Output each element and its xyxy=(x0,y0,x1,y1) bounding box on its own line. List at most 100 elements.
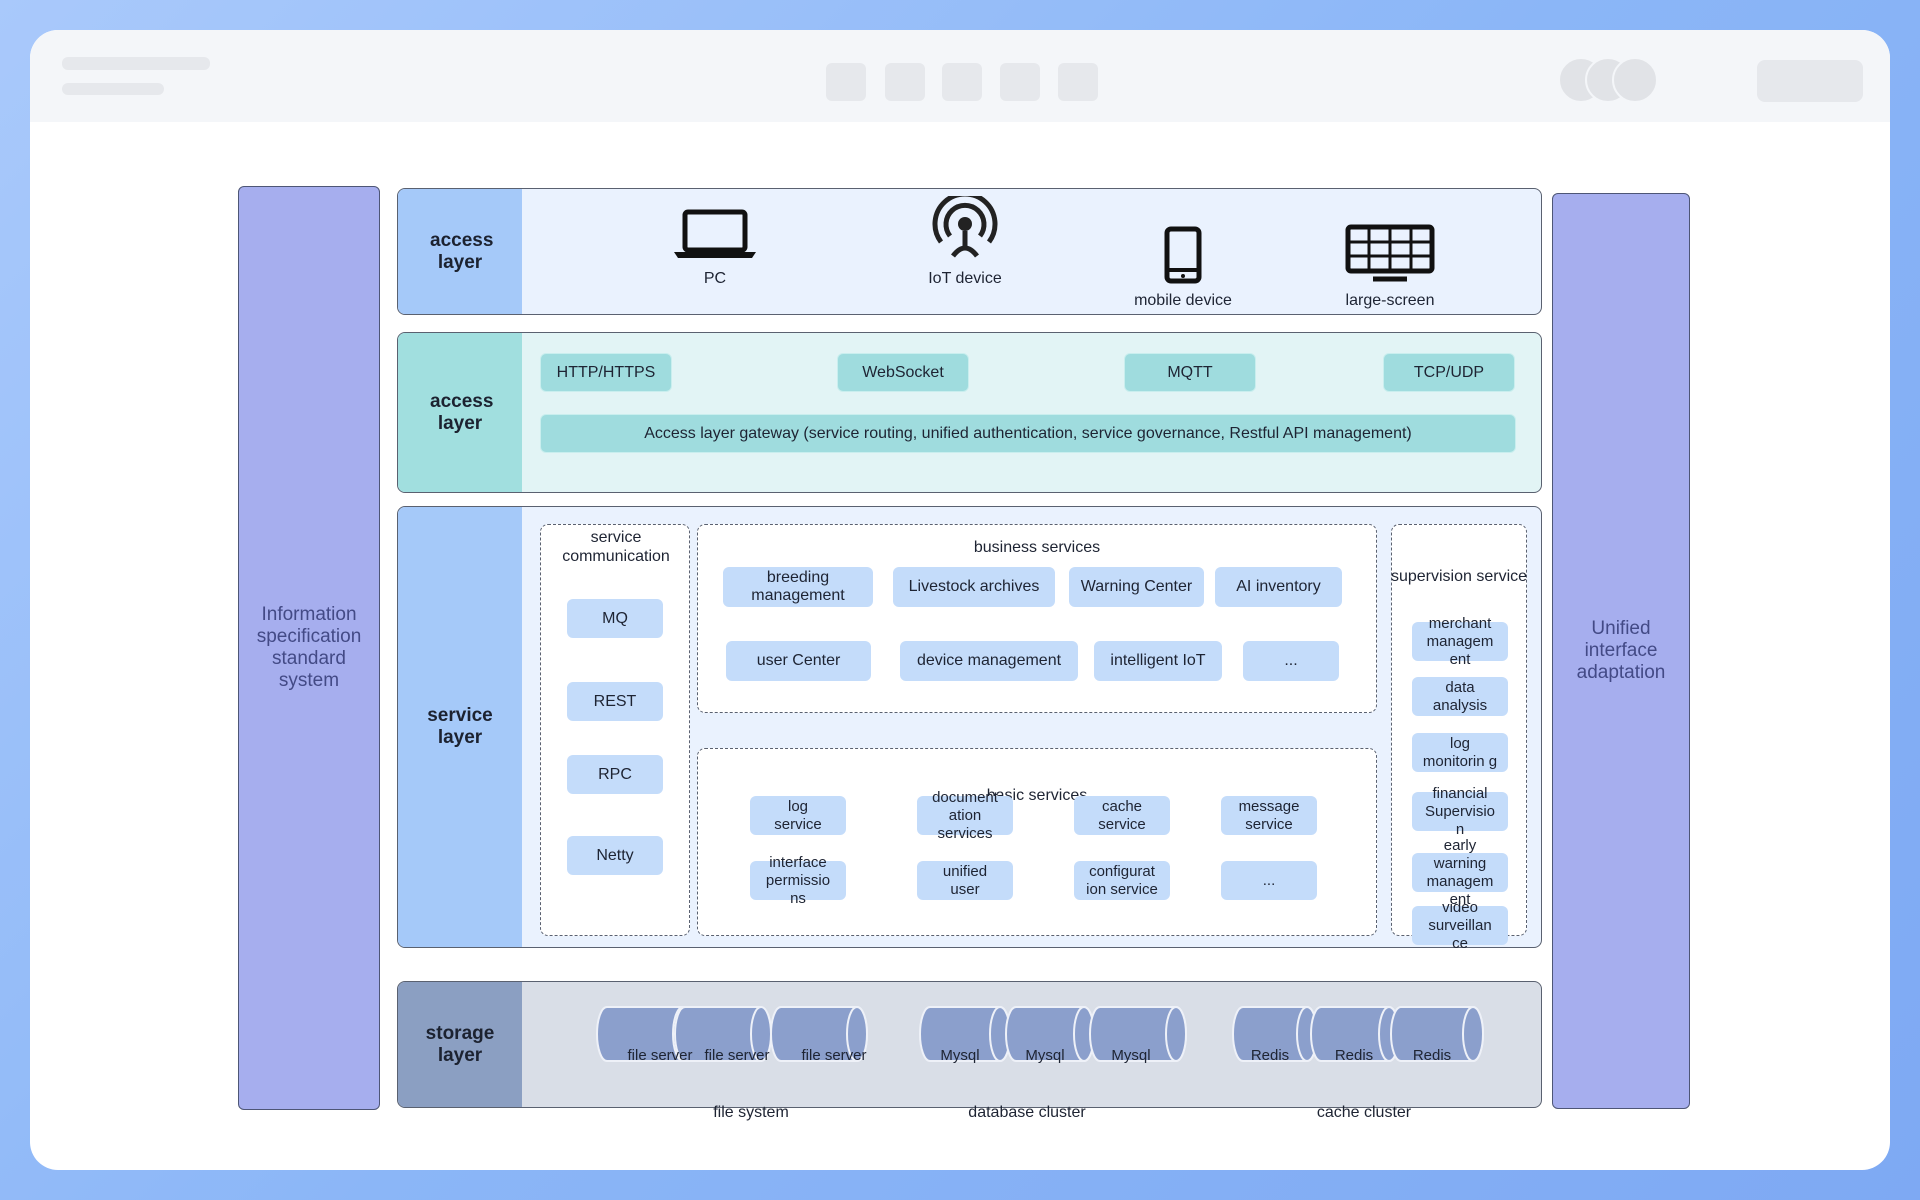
laptop-icon xyxy=(674,209,756,258)
business-label: device management xyxy=(916,652,1062,669)
cache-cluster-label: cache cluster xyxy=(1316,1104,1412,1121)
business-more: ... xyxy=(1243,641,1339,681)
basic-documentation-services: document ation services xyxy=(917,789,1013,842)
cylinder-node xyxy=(674,1006,772,1062)
app-window: Information specification standard syste… xyxy=(30,30,1890,1170)
business-user-center: user Center xyxy=(726,641,871,681)
file-server-label: file server xyxy=(627,1047,693,1064)
right-sidebar-label: Unified interface adaptation xyxy=(1576,618,1666,683)
avatar[interactable] xyxy=(1612,57,1658,103)
supervision-label: early warning managem ent xyxy=(1426,836,1494,908)
supervision-video-surveillance: video surveillan ce xyxy=(1412,899,1508,952)
toolbar-button[interactable] xyxy=(826,63,866,101)
protocol-mqtt: MQTT xyxy=(1124,353,1256,392)
device-label: large-screen xyxy=(1345,292,1435,309)
supervision-data-analysis: data analysis xyxy=(1412,677,1508,716)
storage-layer-label-text: storage layer xyxy=(425,1022,495,1066)
device-label: IoT device xyxy=(928,270,1002,287)
database-cluster-label: database cluster xyxy=(968,1104,1086,1121)
storage-layer-label: storage layer xyxy=(398,982,522,1107)
file-server-label: file server xyxy=(704,1047,770,1064)
supervision-service-title: supervision service xyxy=(1390,568,1528,585)
supervision-merchant-management: merchant managem ent xyxy=(1412,615,1508,668)
service-layer-label-text: service layer xyxy=(427,705,493,748)
supervision-label: merchant managem ent xyxy=(1426,614,1494,668)
toolbar-button[interactable] xyxy=(942,63,982,101)
comm-label: Netty xyxy=(596,846,634,864)
protocol-label: TCP/UDP xyxy=(1413,363,1485,381)
protocol-websocket: WebSocket xyxy=(837,353,969,392)
basic-unified-user: unified user xyxy=(917,861,1013,900)
comm-netty: Netty xyxy=(567,836,663,875)
device-mobile: mobile device xyxy=(1128,226,1238,310)
redis-label: Redis xyxy=(1250,1047,1290,1064)
access-layer-label: access layer xyxy=(398,333,522,492)
device-large-screen: large-screen xyxy=(1330,224,1450,310)
storage-mysql-cluster xyxy=(919,1006,1187,1062)
business-breeding-management: breeding management xyxy=(723,567,873,607)
basic-interface-permissions: interface permissio ns xyxy=(750,854,846,907)
business-services-title: business services xyxy=(973,539,1101,556)
terminal-layer-label: access layer xyxy=(398,189,522,314)
business-device-management: device management xyxy=(900,641,1078,681)
basic-cache-service: cache service xyxy=(1074,796,1170,835)
gateway-label: Access layer gateway (service routing, u… xyxy=(644,424,1412,442)
supervision-label: financial Supervisio n xyxy=(1424,784,1496,838)
comm-rest: REST xyxy=(567,682,663,721)
comm-label: MQ xyxy=(602,609,628,627)
right-sidebar-interface-adaptation: Unified interface adaptation xyxy=(1552,193,1690,1109)
device-label: PC xyxy=(703,270,727,287)
business-warning-center: Warning Center xyxy=(1069,567,1204,607)
comm-rpc: RPC xyxy=(567,755,663,794)
supervision-label: data analysis xyxy=(1432,678,1488,714)
terminal-layer-label-text: access layer xyxy=(430,229,494,273)
basic-more: ... xyxy=(1221,861,1317,900)
toolbar-button[interactable] xyxy=(1000,63,1040,101)
supervision-label: video surveillan ce xyxy=(1428,898,1492,952)
basic-services-group xyxy=(697,748,1377,936)
mysql-label: Mysql xyxy=(1025,1047,1065,1064)
file-system-label: file system xyxy=(713,1104,789,1121)
business-label: ... xyxy=(1284,652,1298,669)
top-bar xyxy=(30,30,1890,122)
basic-label: log service xyxy=(774,797,822,833)
supervision-label: log monitorin g xyxy=(1422,734,1498,770)
redis-label: Redis xyxy=(1412,1047,1452,1064)
basic-label: unified user xyxy=(942,862,988,898)
left-sidebar-standard-system: Information specification standard syste… xyxy=(238,186,380,1110)
cylinder-node xyxy=(1390,1006,1484,1062)
service-layer-label: service layer xyxy=(398,507,522,947)
business-label: Livestock archives xyxy=(908,578,1040,595)
subtitle-placeholder xyxy=(62,83,164,95)
toolbar-button[interactable] xyxy=(1058,63,1098,101)
action-button[interactable] xyxy=(1757,60,1863,102)
left-sidebar-label: Information specification standard syste… xyxy=(256,604,362,691)
basic-configuration-service: configurat ion service xyxy=(1074,861,1170,900)
storage-redis-cluster xyxy=(1232,1006,1484,1062)
business-livestock-archives: Livestock archives xyxy=(893,567,1055,607)
business-ai-inventory: AI inventory xyxy=(1215,567,1342,607)
business-label: intelligent IoT xyxy=(1110,652,1206,669)
basic-label: ... xyxy=(1262,871,1276,889)
architecture-diagram: Information specification standard syste… xyxy=(30,30,1890,1170)
protocol-label: HTTP/HTTPS xyxy=(556,363,656,381)
device-pc: PC xyxy=(665,206,765,288)
basic-label: message service xyxy=(1238,797,1300,833)
redis-label: Redis xyxy=(1334,1047,1374,1064)
business-label: breeding management xyxy=(751,569,845,604)
device-iot: IoT device xyxy=(910,196,1020,288)
basic-log-service: log service xyxy=(750,796,846,835)
access-gateway: Access layer gateway (service routing, u… xyxy=(540,414,1516,453)
mysql-label: Mysql xyxy=(940,1047,980,1064)
service-communication-title: service communication xyxy=(562,529,670,565)
cylinder-node xyxy=(770,1006,868,1062)
business-label: Warning Center xyxy=(1080,578,1193,595)
cylinder-node xyxy=(1089,1006,1187,1062)
protocol-tcp-udp: TCP/UDP xyxy=(1383,353,1515,392)
large-screen-icon xyxy=(1345,224,1435,282)
business-label: AI inventory xyxy=(1236,578,1321,595)
business-services-group xyxy=(697,524,1377,713)
basic-label: interface permissio ns xyxy=(765,853,831,907)
toolbar-button[interactable] xyxy=(885,63,925,101)
protocol-http: HTTP/HTTPS xyxy=(540,353,672,392)
